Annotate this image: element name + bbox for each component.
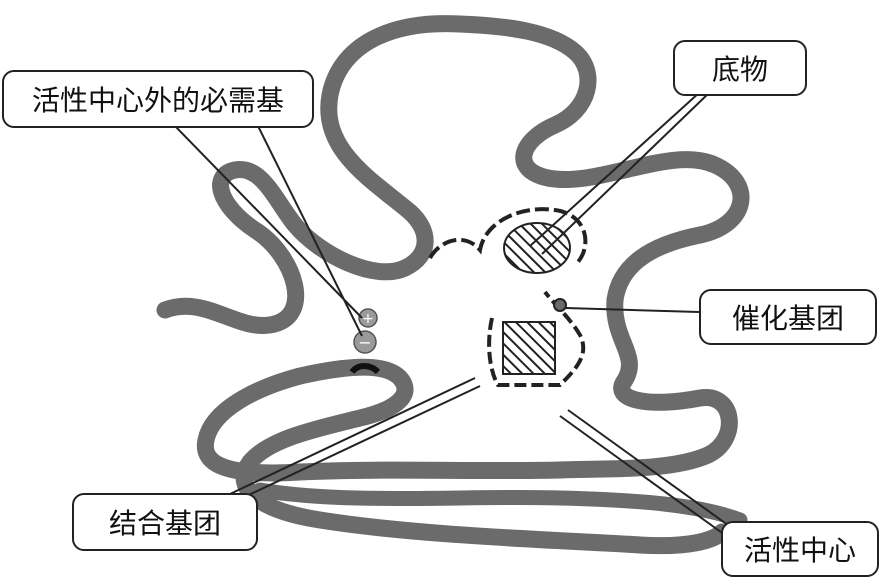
label-substrate: 底物 — [673, 40, 807, 96]
peptide-chain-upper — [156, 15, 750, 334]
leader-binding-1 — [229, 377, 476, 495]
label-required-group: 活性中心外的必需基 — [2, 70, 314, 128]
leader-required-2 — [257, 125, 363, 337]
leader-active-2 — [567, 409, 733, 529]
leader-required-1 — [174, 125, 363, 319]
binding-group-block — [502, 321, 556, 375]
label-catalytic-group: 催化基团 — [699, 289, 877, 345]
active-pocket-upper — [428, 207, 588, 267]
peptide-chain-bottom — [252, 482, 748, 528]
positive-charge-icon — [358, 308, 378, 328]
minus-sign: − — [358, 333, 371, 352]
peptide-chain-lower — [196, 358, 731, 555]
negative-charge-icon — [353, 330, 377, 354]
active-pocket-lower — [487, 290, 586, 387]
leader-binding-2 — [237, 385, 481, 501]
plus-sign: + — [362, 311, 374, 327]
label-active-center: 活性中心 — [721, 521, 879, 577]
leader-active-1 — [559, 415, 726, 536]
label-binding-group: 结合基团 — [72, 493, 258, 551]
peptide-chain-right — [551, 291, 738, 479]
leader-lines — [174, 91, 733, 536]
leader-substrate-2 — [541, 91, 711, 255]
dark-connector — [349, 363, 381, 375]
leader-substrate-1 — [529, 91, 701, 247]
catalytic-group-dot — [553, 298, 567, 312]
substrate-oval — [503, 222, 571, 274]
leader-catalytic — [565, 307, 700, 313]
